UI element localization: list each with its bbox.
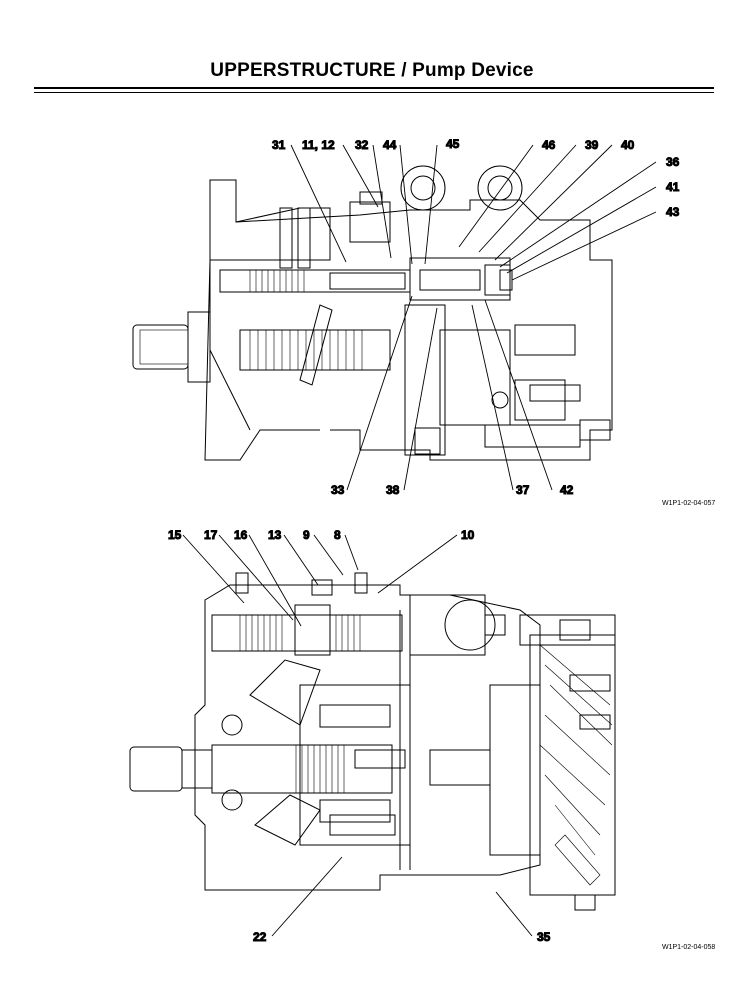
figure-id-1: W1P1-02-04-057 [662, 500, 716, 507]
callout-8: 8 [334, 528, 341, 542]
callout-11-12: 11, 12 [302, 138, 335, 152]
callout-45: 45 [446, 137, 460, 151]
callout-40: 40 [621, 138, 635, 152]
callout-38: 38 [386, 483, 400, 497]
callout-36: 36 [666, 155, 680, 169]
title-rule-thick [34, 87, 714, 89]
title-rule-thin [34, 92, 714, 93]
callout-42: 42 [560, 483, 574, 497]
callout-43: 43 [666, 205, 680, 219]
callout-22: 22 [253, 930, 267, 944]
callout-32: 32 [355, 138, 369, 152]
callout-16: 16 [234, 528, 248, 542]
callout-41: 41 [666, 180, 680, 194]
callout-33: 33 [331, 483, 345, 497]
callout-17: 17 [204, 528, 218, 542]
page-title: UPPERSTRUCTURE / Pump Device [210, 60, 534, 81]
callout-15: 15 [168, 528, 182, 542]
callout-10: 10 [461, 528, 475, 542]
figure-pump-longitudinal-section: 15 17 16 13 9 8 10 22 35 [0, 525, 744, 955]
callout-39: 39 [585, 138, 599, 152]
callout-46: 46 [542, 138, 556, 152]
callout-9: 9 [303, 528, 310, 542]
callout-35: 35 [537, 930, 551, 944]
callout-31: 31 [272, 138, 286, 152]
pump-drawing-2 [129, 572, 616, 911]
figure-id-2: W1P1-02-04-058 [662, 944, 716, 951]
figure-pump-regulator-section: 31 11, 12 32 44 45 46 39 40 36 41 43 33 … [0, 130, 744, 510]
pump-drawing-1 [132, 165, 613, 461]
callout-44: 44 [383, 138, 397, 152]
callout-13: 13 [268, 528, 282, 542]
callout-37: 37 [516, 483, 530, 497]
